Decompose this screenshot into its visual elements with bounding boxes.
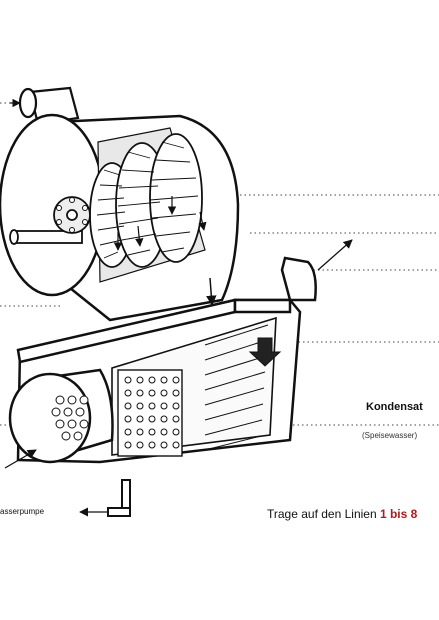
instruction-text: Trage auf den Linien 1 bis 8 xyxy=(267,507,417,521)
turbine-rotor xyxy=(89,133,207,268)
instruction-range: 1 bis 8 xyxy=(379,507,418,521)
condenser-tubes xyxy=(204,324,269,451)
perforated-plate xyxy=(117,369,183,457)
cooling-water-inflow-arrow xyxy=(4,449,37,469)
label-speisewasser: (Speisewasser) xyxy=(362,431,418,440)
cooling-water-outflow-arrow xyxy=(317,239,353,271)
condensing-arrow-icon xyxy=(248,337,282,367)
exhaust-arrow xyxy=(206,277,217,307)
instruction-prefix: Trage auf den Linien xyxy=(267,507,380,521)
condensate-outlet xyxy=(107,479,131,517)
turbine-shaft xyxy=(9,196,91,245)
label-kondensat: Kondensat xyxy=(366,401,423,413)
cooling-water-pipe xyxy=(8,368,114,464)
label-pumpe: asserpumpe xyxy=(0,507,45,516)
steam-inlet-pipe xyxy=(18,86,80,126)
